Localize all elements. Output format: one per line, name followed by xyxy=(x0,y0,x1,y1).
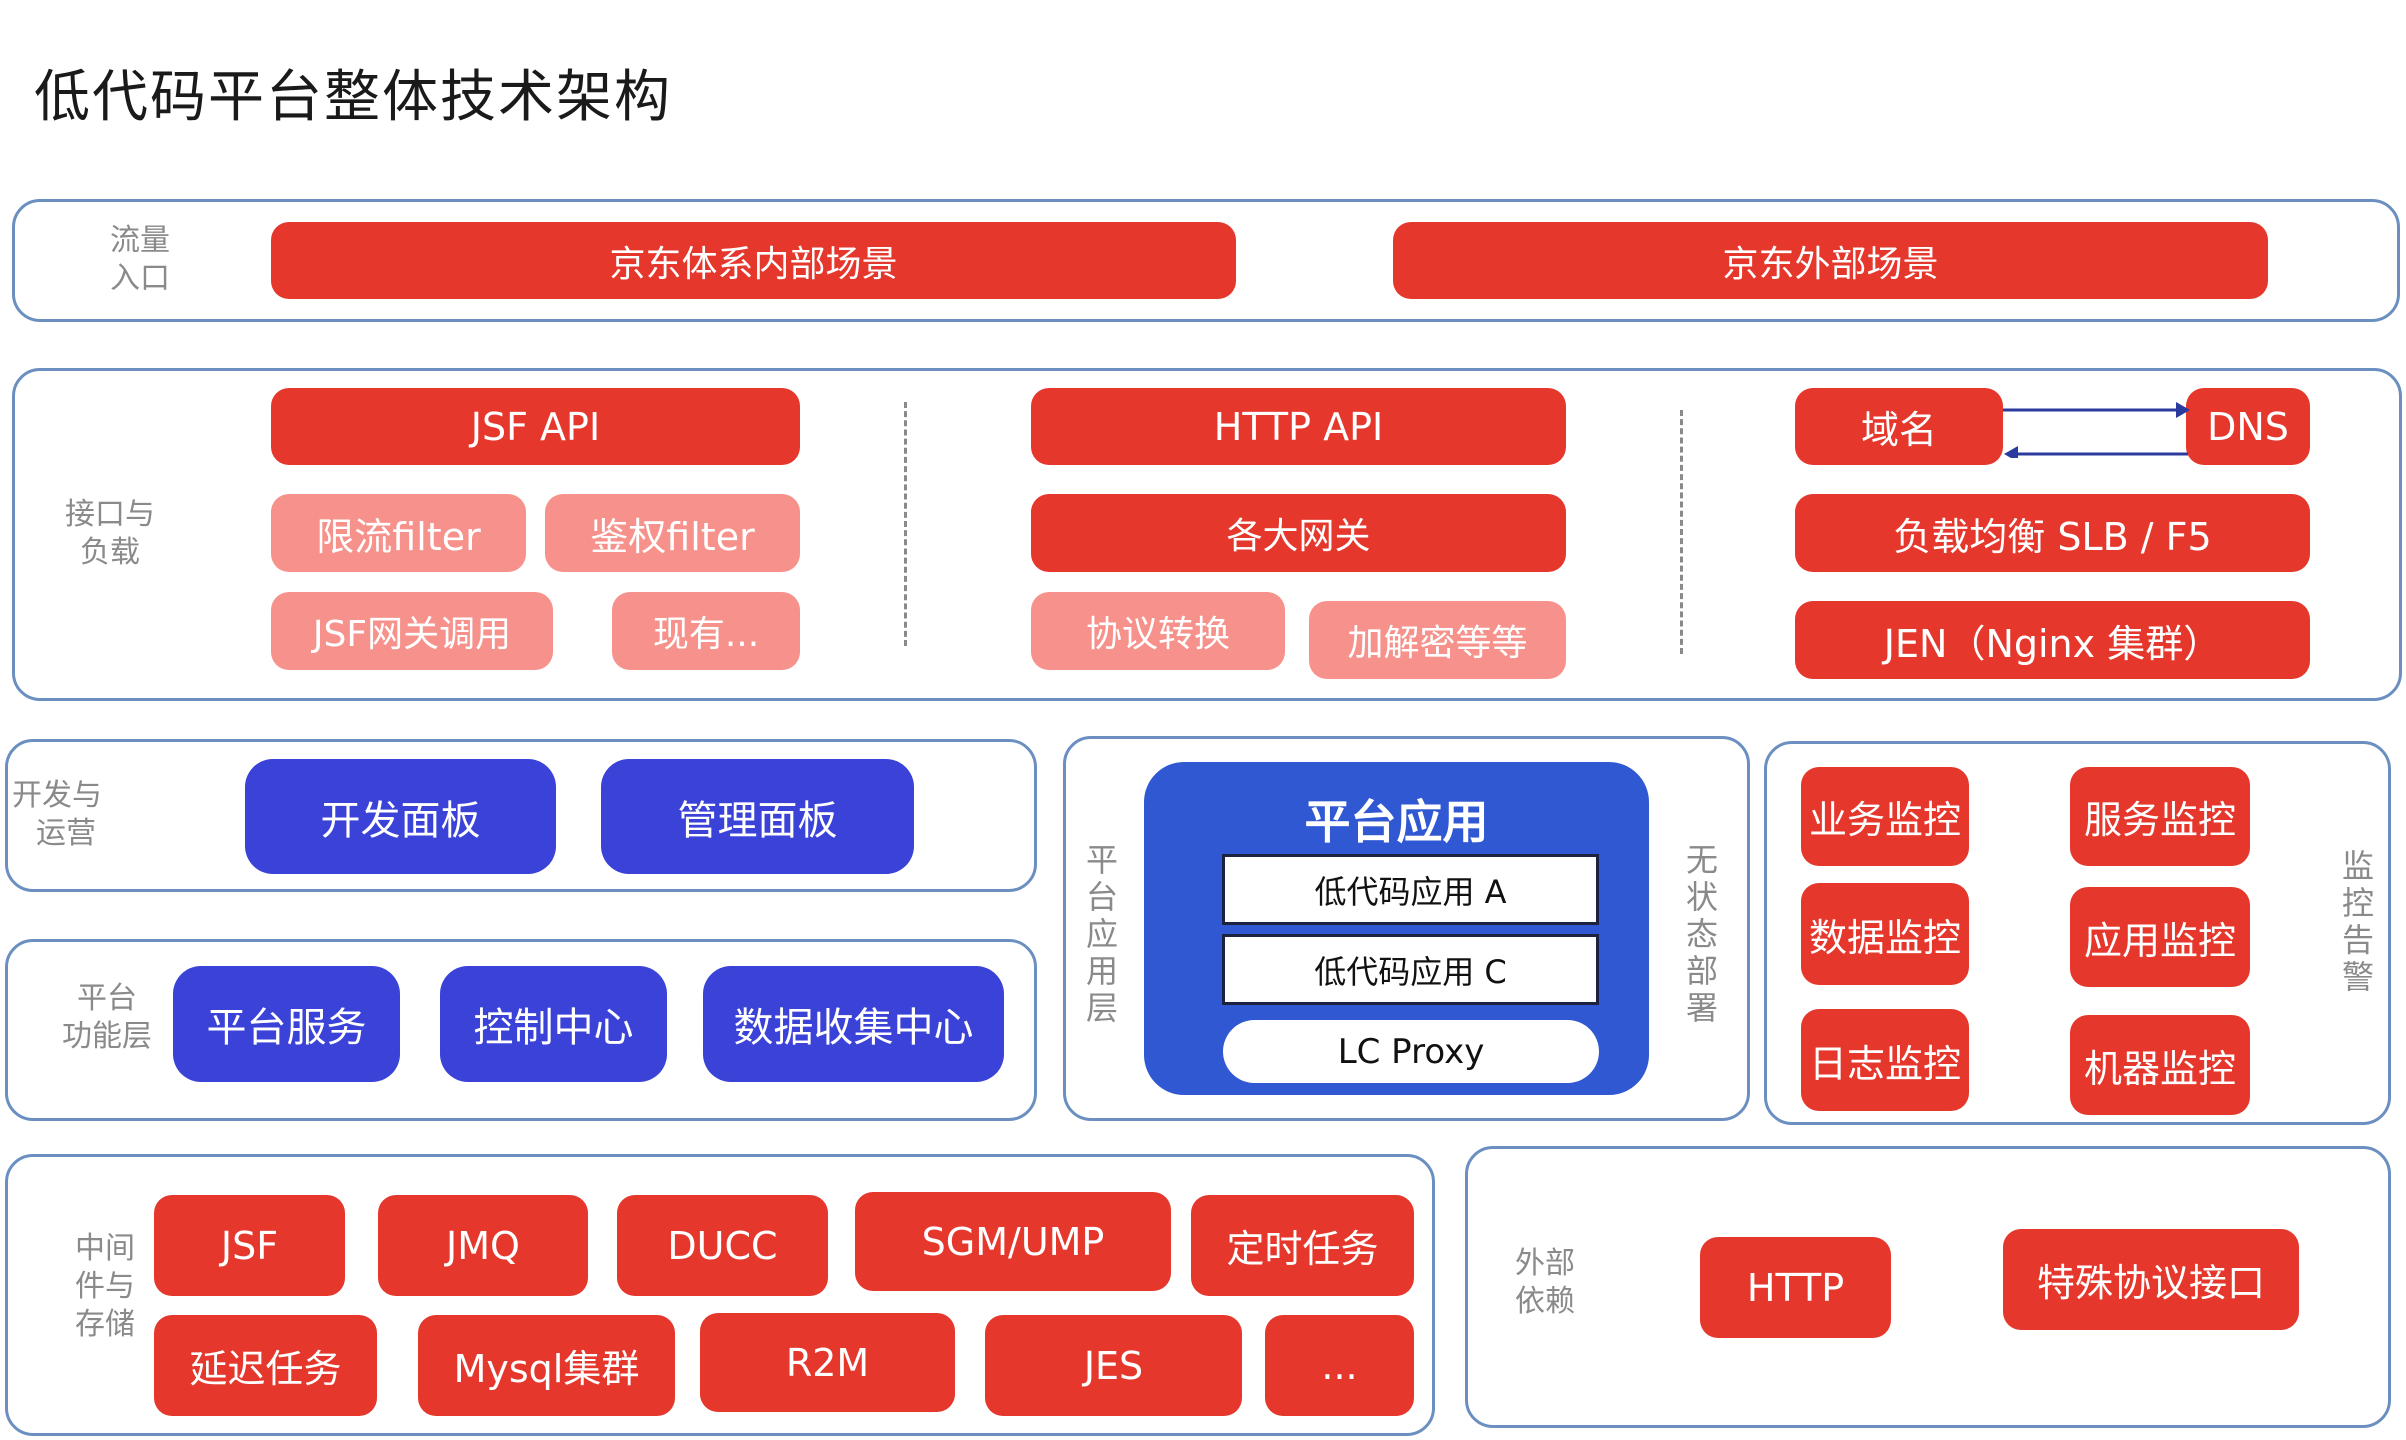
platform-app-layer-label: 平 台 应 用 层 xyxy=(1082,842,1122,1027)
devops-label: 开发与 运营 xyxy=(12,777,122,853)
separator-dashed-line xyxy=(904,402,907,646)
label-line: 入口 xyxy=(110,261,170,296)
label-char: 平 xyxy=(1085,841,1118,879)
delayed-task-block[interactable]: 延迟任务 xyxy=(154,1315,377,1416)
label-char: 部 xyxy=(1685,952,1718,990)
protocol-conversion-block[interactable]: 协议转换 xyxy=(1031,592,1285,670)
rate-limit-filter-block[interactable]: 限流filter xyxy=(271,494,526,572)
label-char: 告 xyxy=(2341,921,2374,959)
platform-functions-label: 平台 功能层 xyxy=(52,980,162,1056)
label-line: 中间 xyxy=(75,1231,135,1266)
label-char: 警 xyxy=(2341,958,2374,996)
business-monitor-block[interactable]: 业务监控 xyxy=(1801,767,1969,866)
http-api-block[interactable]: HTTP API xyxy=(1031,388,1566,465)
platform-app-title: 平台应用 xyxy=(1304,795,1489,849)
label-line: 开发与 xyxy=(12,778,102,813)
data-monitor-block[interactable]: 数据监控 xyxy=(1801,883,1969,985)
jsf-gateway-call-block[interactable]: JSF网关调用 xyxy=(271,592,553,670)
admin-panel-block[interactable]: 管理面板 xyxy=(601,759,914,874)
label-char: 态 xyxy=(1685,915,1718,953)
jen-nginx-block[interactable]: JEN（Nginx 集群） xyxy=(1795,601,2310,679)
label-char: 署 xyxy=(1685,989,1718,1027)
gateways-block[interactable]: 各大网关 xyxy=(1031,494,1566,572)
mysql-cluster-block[interactable]: Mysql集群 xyxy=(418,1315,675,1416)
more-middleware-block[interactable]: ... xyxy=(1265,1315,1414,1416)
internal-scenario-block[interactable]: 京东体系内部场景 xyxy=(271,222,1236,299)
label-line: 流量 xyxy=(110,223,170,258)
label-char: 监 xyxy=(2341,847,2374,885)
label-char: 控 xyxy=(2341,884,2374,922)
dns-block[interactable]: DNS xyxy=(2186,388,2310,465)
existing-more-block[interactable]: 现有... xyxy=(612,592,800,670)
service-monitor-block[interactable]: 服务监控 xyxy=(2070,767,2250,866)
jes-block[interactable]: JES xyxy=(985,1315,1242,1416)
auth-filter-block[interactable]: 鉴权filter xyxy=(545,494,800,572)
sgm-ump-block[interactable]: SGM/UMP xyxy=(855,1192,1171,1291)
label-line: 件与 xyxy=(75,1269,135,1304)
external-deps-label: 外部 依赖 xyxy=(1505,1245,1585,1321)
jsf-block[interactable]: JSF xyxy=(154,1195,345,1296)
label-line: 外部 xyxy=(1515,1246,1575,1281)
jsf-api-block[interactable]: JSF API xyxy=(271,388,800,465)
label-char: 应 xyxy=(1085,915,1118,953)
monitoring-alert-label: 监 控 告 警 xyxy=(2338,848,2378,996)
dns-arrows xyxy=(2003,402,2190,458)
label-line: 接口与 xyxy=(65,497,155,532)
label-line: 运营 xyxy=(36,816,96,851)
platform-service-block[interactable]: 平台服务 xyxy=(173,966,400,1082)
scheduled-task-block[interactable]: 定时任务 xyxy=(1191,1195,1414,1296)
label-line: 依赖 xyxy=(1515,1284,1575,1319)
label-char: 状 xyxy=(1685,878,1718,916)
stateless-deploy-label: 无 状 态 部 署 xyxy=(1682,842,1722,1027)
r2m-block[interactable]: R2M xyxy=(700,1313,955,1412)
machine-monitor-block[interactable]: 机器监控 xyxy=(2070,1015,2250,1115)
dev-panel-block[interactable]: 开发面板 xyxy=(245,759,556,874)
traffic-entry-label: 流量 入口 xyxy=(95,222,185,298)
separator-dashed-line xyxy=(1680,410,1683,654)
special-protocol-block[interactable]: 特殊协议接口 xyxy=(2003,1229,2299,1330)
http-dependency-block[interactable]: HTTP xyxy=(1700,1237,1891,1338)
interface-load-label: 接口与 负载 xyxy=(50,496,170,572)
label-char: 无 xyxy=(1685,841,1718,879)
label-line: 负载 xyxy=(80,535,140,570)
page-title: 低代码平台整体技术架构 xyxy=(34,65,672,130)
label-line: 功能层 xyxy=(62,1019,152,1054)
lc-proxy-block[interactable]: LC Proxy xyxy=(1223,1020,1599,1083)
external-scenario-block[interactable]: 京东外部场景 xyxy=(1393,222,2268,299)
slb-block[interactable]: 负载均衡 SLB / F5 xyxy=(1795,494,2310,572)
label-line: 平台 xyxy=(77,981,137,1016)
control-center-block[interactable]: 控制中心 xyxy=(440,966,667,1082)
label-line: 存储 xyxy=(75,1307,135,1342)
lowcode-app-a-block[interactable]: 低代码应用 A xyxy=(1222,854,1599,925)
label-char: 台 xyxy=(1085,878,1118,916)
ducc-block[interactable]: DUCC xyxy=(617,1195,828,1296)
encryption-block[interactable]: 加解密等等 xyxy=(1309,601,1566,679)
app-monitor-block[interactable]: 应用监控 xyxy=(2070,887,2250,987)
domain-block[interactable]: 域名 xyxy=(1795,388,2003,465)
data-collection-center-block[interactable]: 数据收集中心 xyxy=(703,966,1004,1082)
label-char: 用 xyxy=(1085,952,1118,990)
log-monitor-block[interactable]: 日志监控 xyxy=(1801,1009,1969,1111)
lowcode-app-c-block[interactable]: 低代码应用 C xyxy=(1222,934,1599,1005)
middleware-label: 中间 件与 存储 xyxy=(60,1230,150,1344)
jmq-block[interactable]: JMQ xyxy=(378,1195,588,1296)
arrowhead-left-icon xyxy=(2004,446,2018,458)
label-char: 层 xyxy=(1085,989,1118,1027)
arrowhead-right-icon xyxy=(2176,402,2190,418)
